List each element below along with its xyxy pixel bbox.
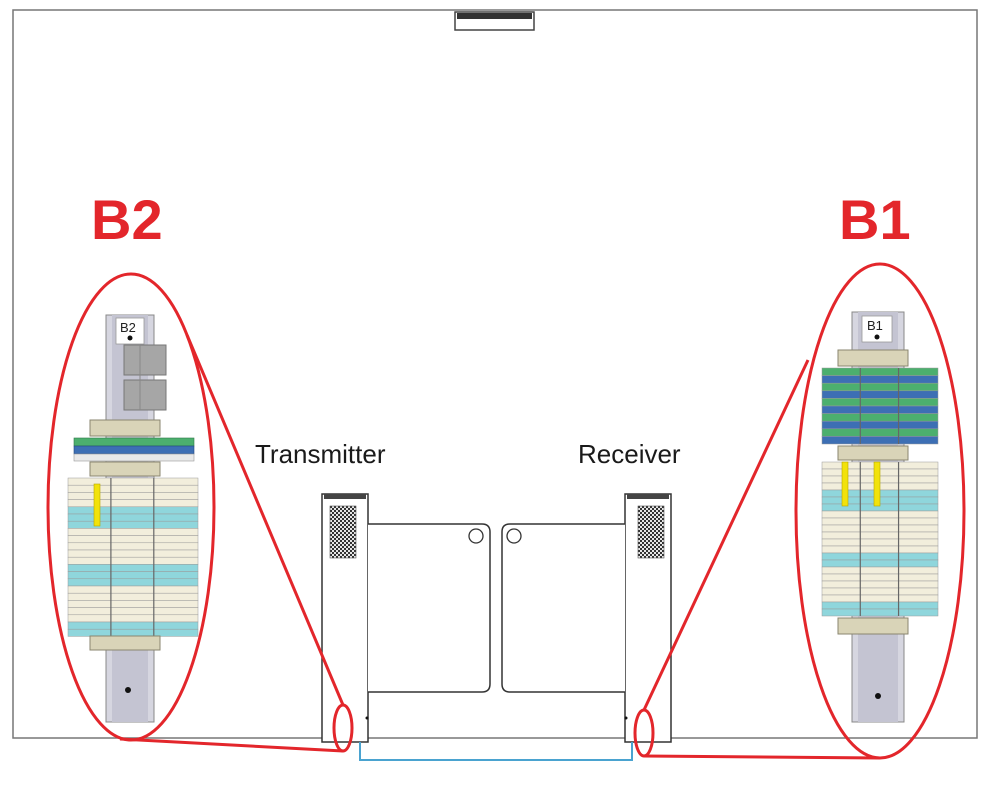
b1-callout [633,262,966,760]
terminal-slot [821,382,939,392]
grille-icon [637,505,665,559]
b2-callout [46,272,354,753]
terminal-slot [67,607,199,616]
terminal-slot [67,499,199,508]
terminal-slot [67,484,199,493]
terminal-slot [821,531,939,540]
terminal-slot [67,621,199,630]
terminal-slot [821,524,939,533]
enclosure-outline [12,9,978,739]
b2-yellow-jumper [93,483,101,527]
receiver-unit [501,493,672,743]
b2-green-terminal [73,437,195,447]
receiver-panel [501,523,625,693]
transmitter-unit [321,493,491,743]
b2-rail-screw [125,687,131,693]
b1-yellow-jumper-1 [841,461,849,507]
terminal-slot [67,600,199,608]
terminal-slot [821,390,939,399]
terminal-slot [821,398,939,407]
terminal-slot [821,545,939,554]
terminal-slot [67,578,199,587]
terminal-slot [821,375,939,384]
connecting-cable [359,742,633,761]
b2-rail-label: B2 [120,320,136,335]
terminal-slot [67,614,199,623]
terminal-slot [67,592,199,601]
terminal-slot [67,492,199,500]
terminal-slot [821,587,939,596]
b1-label: B1 [839,188,911,251]
terminal-slot [821,538,939,547]
terminal-slot [67,549,199,558]
terminal-slot [67,535,199,544]
terminal-slot [821,413,939,422]
terminal-slot [821,552,939,561]
terminal-slot [67,506,199,515]
receiver-hole [506,528,522,544]
receiver-label: Receiver [578,439,681,469]
terminal-slot [67,571,199,580]
transmitter-hole [468,528,484,544]
terminal-slot [821,573,939,582]
terminal-slot [821,608,939,617]
terminal-slot [67,520,199,529]
terminal-slot [821,420,939,430]
b2-relay-module-1 [123,344,167,376]
b2-terminal-block: B2 [67,314,199,723]
terminal-slot [821,428,939,437]
terminal-slot [821,436,939,445]
terminal-slot [67,564,199,572]
terminal-slot [67,556,199,565]
b1-rail-label: B1 [867,318,883,333]
terminal-slot [821,566,939,575]
terminal-slot [67,513,199,522]
terminal-slot [821,580,939,589]
terminal-slot [821,559,939,568]
transmitter-label: Transmitter [255,439,386,469]
terminal-slot [821,405,939,414]
grille-icon [329,505,357,559]
b1-terminal-block: B1 [821,311,939,723]
terminal-slot [67,628,199,637]
terminal-slot [67,477,199,486]
terminal-slot [821,367,939,376]
b2-blue-terminal [73,445,195,455]
terminal-slot [821,510,939,519]
transmitter-panel [368,523,491,693]
b2-relay-module-2 [123,379,167,411]
b1-rail-screw [875,693,881,699]
b1-yellow-jumper-2 [873,461,881,507]
terminal-slot [67,585,199,594]
terminal-slot [821,601,939,610]
b2-terminal-stack [67,477,199,637]
top-latch-bar [457,13,532,19]
terminal-slot [67,528,199,536]
b2-label: B2 [91,188,163,251]
terminal-slot [67,542,199,551]
terminal-slot [821,517,939,526]
terminal-slot [821,594,939,603]
b1-green-blue-terminals [821,367,939,445]
